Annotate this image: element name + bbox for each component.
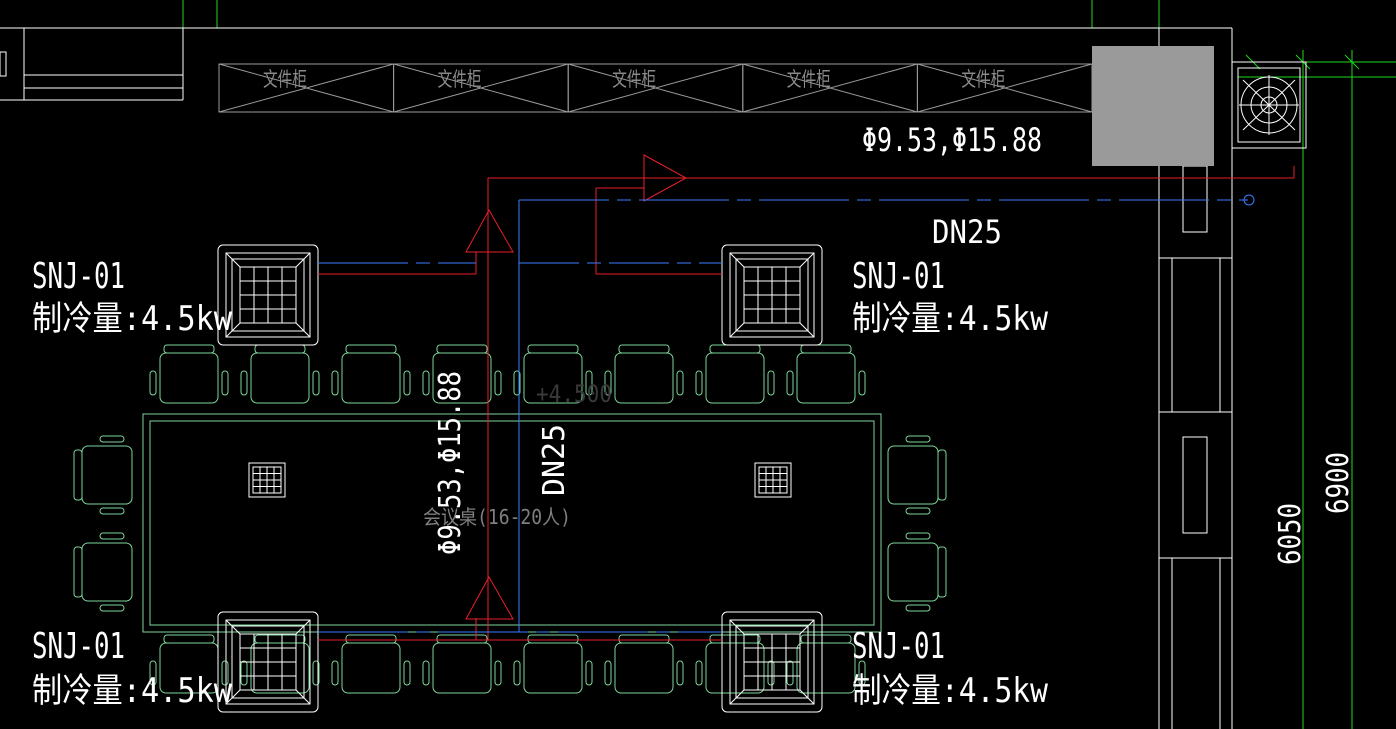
cassette-unit-icon bbox=[721, 611, 823, 713]
chair bbox=[513, 634, 593, 694]
cabinet-label: 文件柜 bbox=[787, 67, 831, 91]
chair bbox=[422, 634, 502, 694]
cassette-unit-icon bbox=[217, 611, 319, 713]
cabinet-label: 文件柜 bbox=[961, 67, 1005, 91]
unit-model-label: SNJ-01 bbox=[32, 256, 125, 297]
refrigerant-pipe-label-vertical: Φ9.53,Φ15.88 bbox=[433, 371, 468, 555]
cassette-unit-icon bbox=[721, 244, 823, 346]
chair bbox=[887, 435, 947, 515]
drain-pipe-label-vertical: DN25 bbox=[537, 424, 572, 496]
cabinet-label: 文件柜 bbox=[612, 67, 656, 91]
unit-model-label: SNJ-01 bbox=[32, 626, 125, 667]
chair bbox=[695, 634, 775, 694]
cabinet-label: 文件柜 bbox=[263, 67, 307, 91]
chair bbox=[695, 344, 775, 404]
chairs bbox=[73, 344, 947, 694]
cabinet-labels: 文件柜 文件柜 文件柜 文件柜 文件柜 bbox=[263, 67, 1005, 91]
fan-icon bbox=[1231, 61, 1307, 149]
vent-grille-icon bbox=[248, 462, 286, 498]
chair bbox=[604, 344, 684, 404]
chair bbox=[331, 344, 411, 404]
chair bbox=[513, 344, 593, 404]
walls bbox=[0, 27, 1233, 729]
chair bbox=[422, 344, 502, 404]
chair bbox=[149, 344, 229, 404]
outdoor-unit bbox=[1092, 46, 1214, 166]
dimension-inner: 6050 bbox=[1273, 503, 1308, 565]
unit-capacity-label: 制冷量:4.5kw bbox=[852, 299, 1048, 339]
vent-grille-icon bbox=[754, 462, 792, 498]
chair bbox=[786, 634, 866, 694]
unit-capacity-label: 制冷量:4.5kw bbox=[852, 671, 1048, 711]
chair bbox=[73, 532, 133, 612]
refrigerant-piping bbox=[318, 154, 1295, 641]
cabinet-label: 文件柜 bbox=[438, 67, 482, 91]
unit-capacity-label: 制冷量:4.5kw bbox=[32, 299, 232, 339]
ceiling-vents bbox=[248, 462, 792, 498]
chair bbox=[73, 435, 133, 515]
refrigerant-pipe-label: Φ9.53,Φ15.88 bbox=[862, 121, 1042, 159]
unit-model-label: SNJ-01 bbox=[852, 626, 945, 667]
chair bbox=[786, 344, 866, 404]
chair bbox=[887, 532, 947, 612]
drain-pipe-label: DN25 bbox=[932, 213, 1002, 251]
file-cabinets bbox=[218, 63, 1093, 113]
chair bbox=[331, 634, 411, 694]
table-label: 会议桌(16-20人) bbox=[423, 505, 571, 529]
dimension-outer: 6900 bbox=[1321, 452, 1356, 514]
elevation-label: +4.500 bbox=[536, 380, 612, 408]
cassette-unit-icon bbox=[217, 244, 319, 346]
chair bbox=[240, 634, 320, 694]
indoor-units bbox=[217, 244, 823, 713]
unit-model-label: SNJ-01 bbox=[852, 256, 945, 297]
chair bbox=[604, 634, 684, 694]
drain-piping bbox=[318, 194, 1255, 633]
chair bbox=[240, 344, 320, 404]
unit-capacity-label: 制冷量:4.5kw bbox=[32, 671, 232, 711]
